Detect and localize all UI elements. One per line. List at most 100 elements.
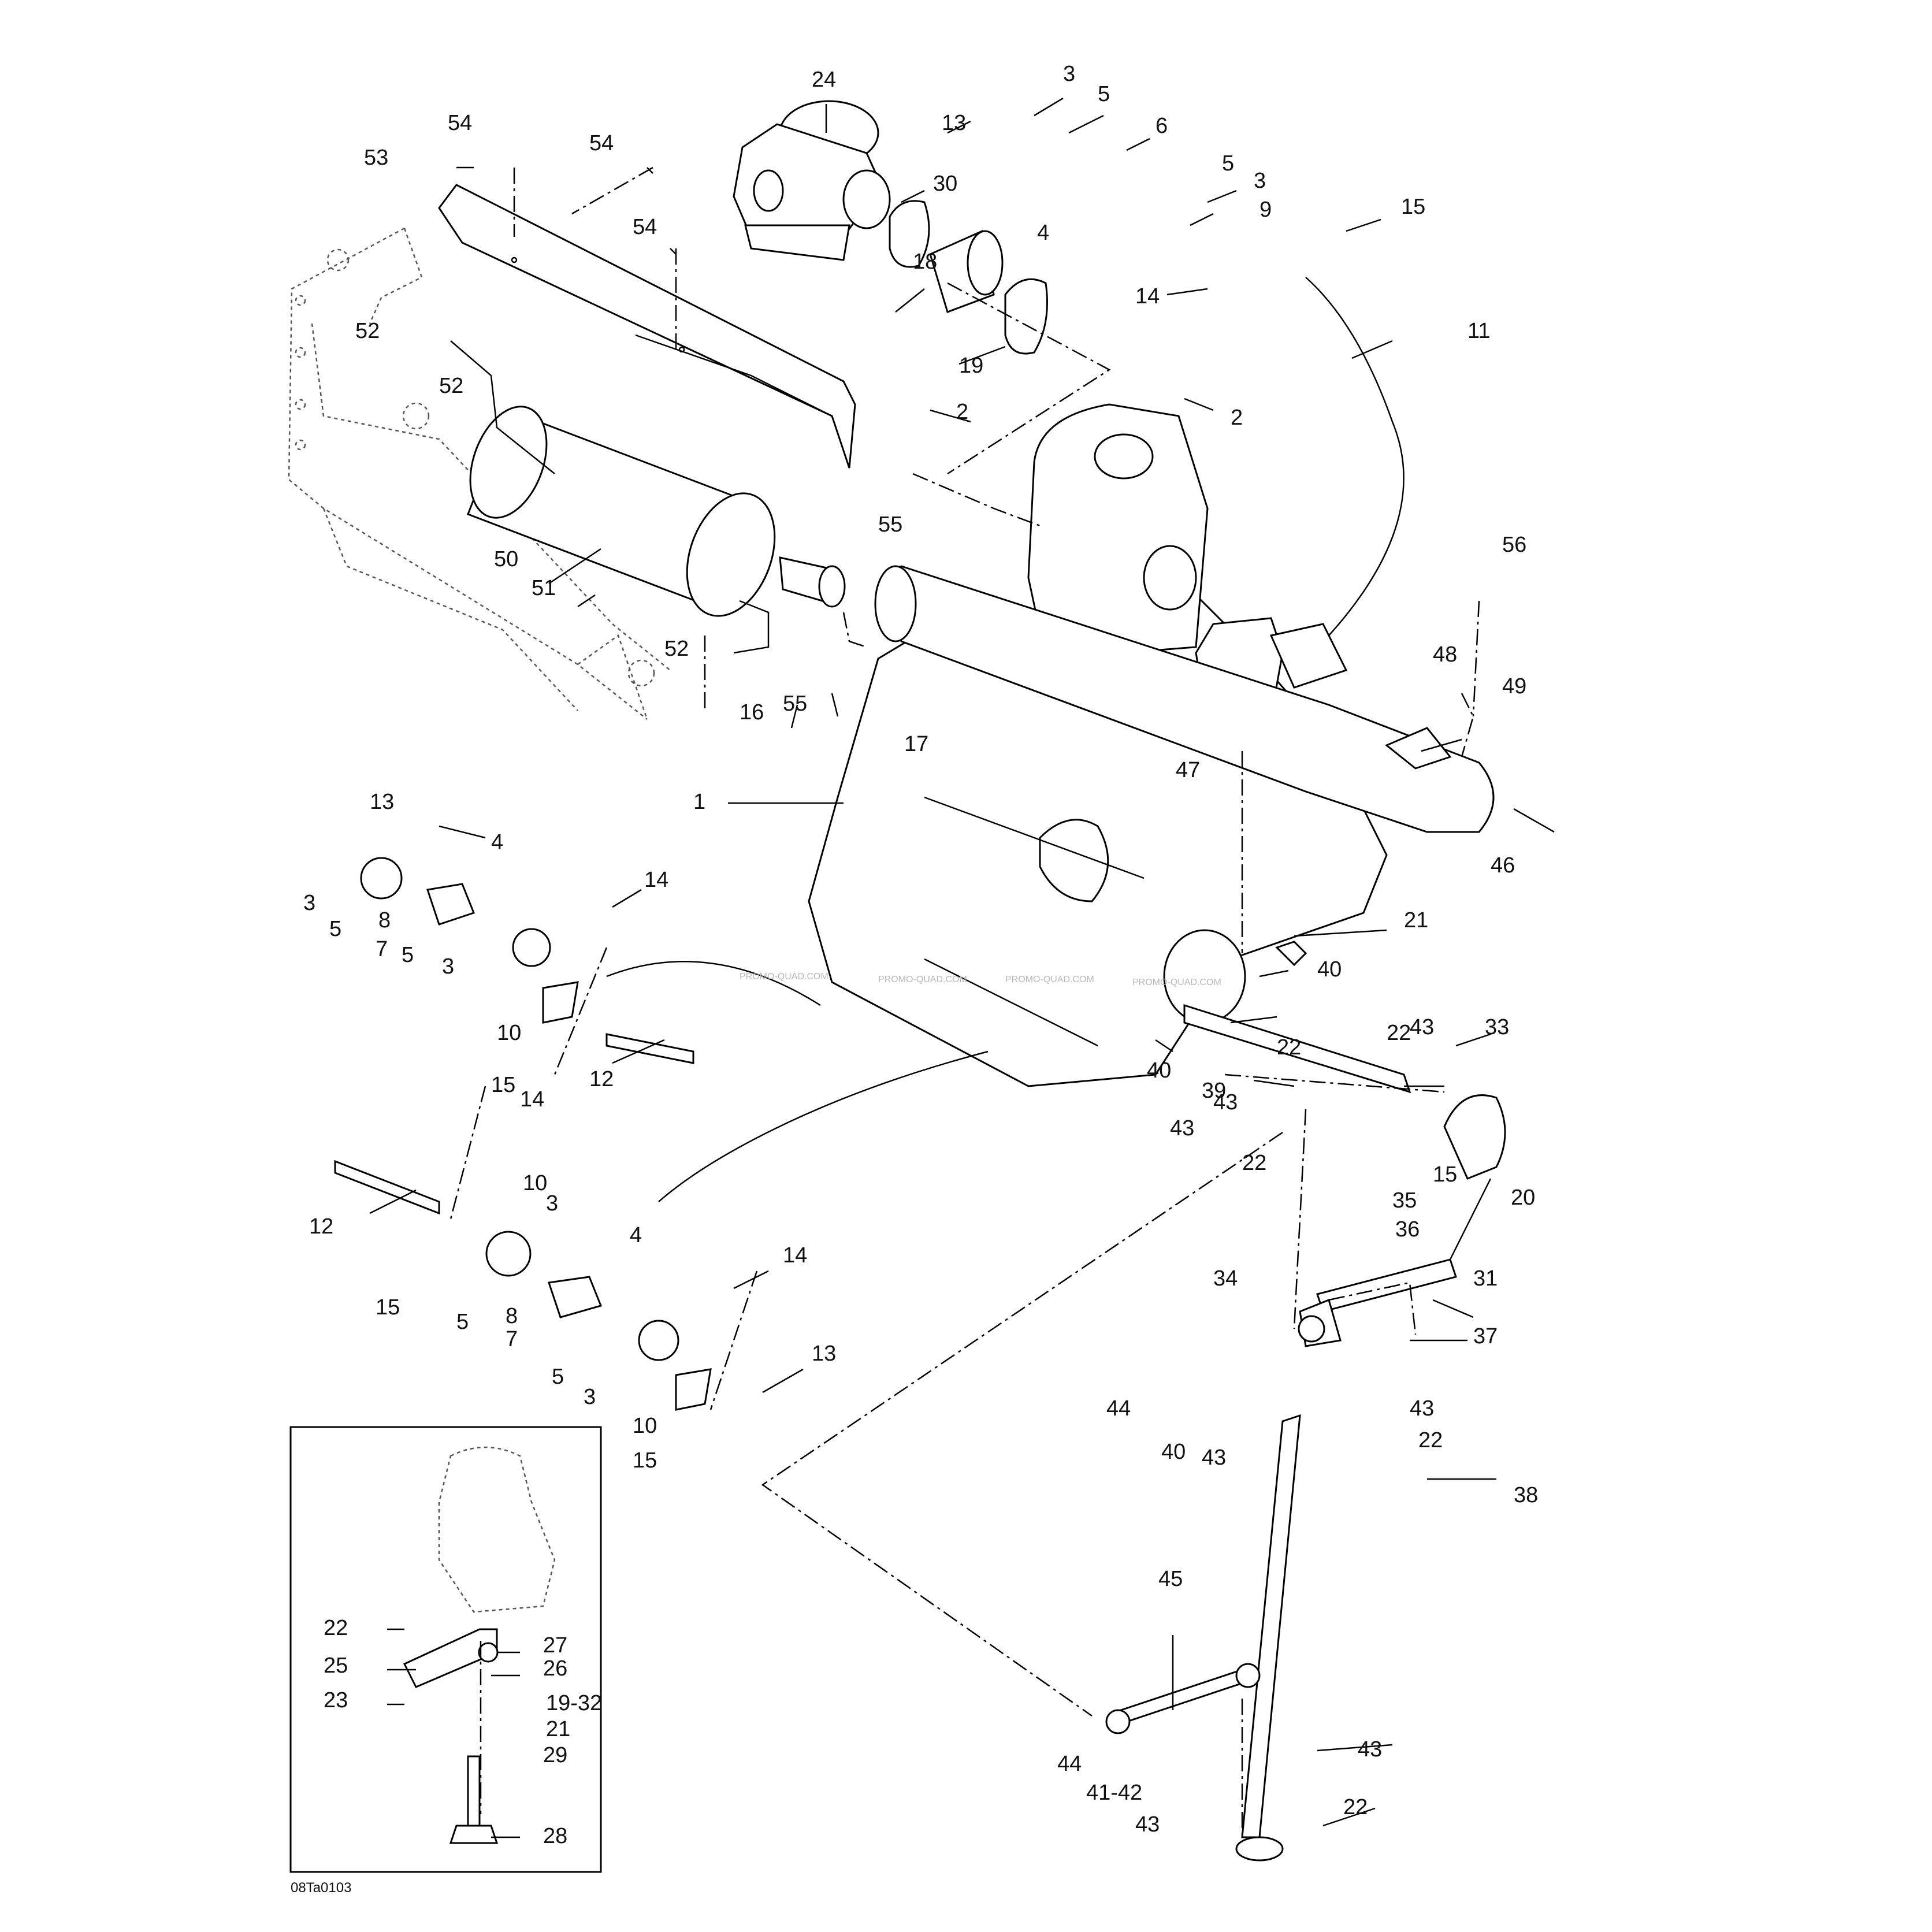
callout-label: 38	[1514, 1483, 1538, 1507]
leader-lines	[369, 97, 1555, 1838]
callout-label: 5	[329, 917, 341, 941]
callout-label: 41-42	[1086, 1781, 1142, 1805]
callout-label: 13	[370, 790, 394, 814]
watermark-text: PROMO-QUAD.COM	[1005, 975, 1094, 984]
callout-label: 5	[402, 943, 414, 967]
callout-label: 15	[1433, 1162, 1457, 1187]
callout-label: 10	[497, 1021, 521, 1045]
callout-label: 25	[324, 1654, 348, 1678]
engine-block	[808, 403, 1495, 1087]
callout-label: 7	[376, 937, 388, 961]
callout-label: 27	[543, 1633, 567, 1658]
callout-label: 15	[1401, 195, 1425, 219]
callout-label: 43	[1410, 1015, 1434, 1039]
callout-label: 24	[812, 68, 836, 92]
carburetor	[733, 100, 891, 261]
callout-label: 3	[584, 1385, 596, 1409]
callout-label: 12	[589, 1067, 614, 1091]
shift-linkage	[1105, 941, 1506, 1862]
callout-label: 43	[1135, 1812, 1160, 1837]
callout-label: 33	[1485, 1015, 1509, 1039]
callout-label: 49	[1502, 674, 1526, 699]
callout-label: 17	[904, 732, 928, 756]
callout-label: 43	[1410, 1396, 1434, 1421]
callout-label: 40	[1317, 957, 1342, 982]
callout-label: 13	[812, 1342, 836, 1366]
callout-labels: 1 2 2 3 3 3 3 3 3 4 4 4 5 5 5 5 5 5 6 7 …	[291, 62, 1538, 1896]
callout-label: 45	[1158, 1567, 1183, 1591]
callout-label: 3	[1063, 62, 1075, 86]
callout-label: 28	[543, 1824, 567, 1848]
drawing-code: 08Ta0103	[291, 1880, 351, 1896]
muffler	[450, 340, 846, 654]
watermarks: PROMO-QUAD.COM PROMO-QUAD.COM PROMO-QUAD…	[740, 972, 1221, 987]
callout-label: 31	[1473, 1266, 1498, 1291]
callout-label: 52	[664, 637, 689, 661]
callout-label: 7	[506, 1327, 518, 1351]
reference-arrows	[606, 277, 1405, 1202]
callout-label: 22	[1418, 1428, 1443, 1452]
callout-label: 3	[1254, 169, 1266, 193]
callout-label: 40	[1161, 1440, 1186, 1464]
callout-label: 19-32	[546, 1691, 602, 1715]
callout-label: 14	[644, 868, 668, 892]
callout-label: 55	[783, 692, 807, 716]
callout-label: 43	[1213, 1090, 1238, 1114]
callout-label: 54	[589, 131, 614, 155]
callout-label: 48	[1433, 642, 1457, 667]
inset-panel	[289, 1426, 602, 1873]
callout-label: 10	[523, 1171, 547, 1195]
callout-label: 3	[546, 1191, 558, 1216]
callout-label: 14	[520, 1087, 544, 1112]
callout-label: 43	[1358, 1737, 1382, 1762]
callout-label: 16	[740, 700, 764, 724]
callout-label: 37	[1473, 1324, 1498, 1348]
callout-label: 22	[1242, 1151, 1266, 1175]
callout-label: 55	[878, 512, 902, 537]
callout-label: 3	[442, 954, 454, 979]
callout-label: 8	[506, 1304, 518, 1328]
watermark-text: PROMO-QUAD.COM	[878, 975, 967, 984]
callout-label: 18	[913, 250, 937, 274]
callout-label: 20	[1511, 1186, 1535, 1210]
callout-label: 22	[1343, 1795, 1368, 1819]
callout-label: 53	[364, 146, 388, 170]
callout-label: 3	[303, 891, 315, 915]
callout-label: 52	[355, 319, 380, 343]
callout-label: 22	[324, 1616, 348, 1640]
callout-label: 50	[494, 547, 518, 571]
callout-label: 21	[546, 1717, 570, 1741]
callout-label: 15	[633, 1448, 657, 1473]
callout-label: 12	[309, 1214, 333, 1239]
callout-label: 46	[1491, 853, 1515, 878]
callout-label: 39	[1202, 1079, 1226, 1103]
callout-label: 43	[1202, 1446, 1226, 1470]
callout-label: 5	[1222, 151, 1234, 176]
callout-label: 5	[1098, 82, 1110, 106]
callout-label: 15	[376, 1295, 400, 1320]
callout-label: 5	[456, 1310, 469, 1334]
callout-label: 11	[1467, 319, 1490, 343]
assembly-lines	[449, 166, 1480, 1837]
callout-label: 19	[959, 354, 983, 378]
callout-label: 43	[1170, 1116, 1194, 1140]
callout-label: 10	[633, 1414, 657, 1438]
watermark-text: PROMO-QUAD.COM	[740, 972, 828, 982]
callout-label: 23	[324, 1688, 348, 1712]
callout-label: 54	[633, 215, 657, 239]
callout-label: 26	[543, 1656, 567, 1681]
engine-mounts	[334, 857, 712, 1411]
callout-label: 4	[630, 1223, 642, 1247]
callout-label: 34	[1213, 1266, 1238, 1291]
callout-label: 22	[1387, 1021, 1411, 1045]
callout-label: 29	[543, 1743, 567, 1767]
callout-label: 44	[1057, 1752, 1082, 1776]
callout-label: 15	[491, 1073, 515, 1097]
callout-label: 14	[1135, 284, 1160, 309]
callout-label: 44	[1106, 1396, 1131, 1421]
callout-label: 30	[933, 172, 957, 196]
watermark-text: PROMO-QUAD.COM	[1132, 978, 1221, 987]
callout-label: 5	[552, 1365, 564, 1389]
callout-label: 51	[532, 576, 556, 600]
